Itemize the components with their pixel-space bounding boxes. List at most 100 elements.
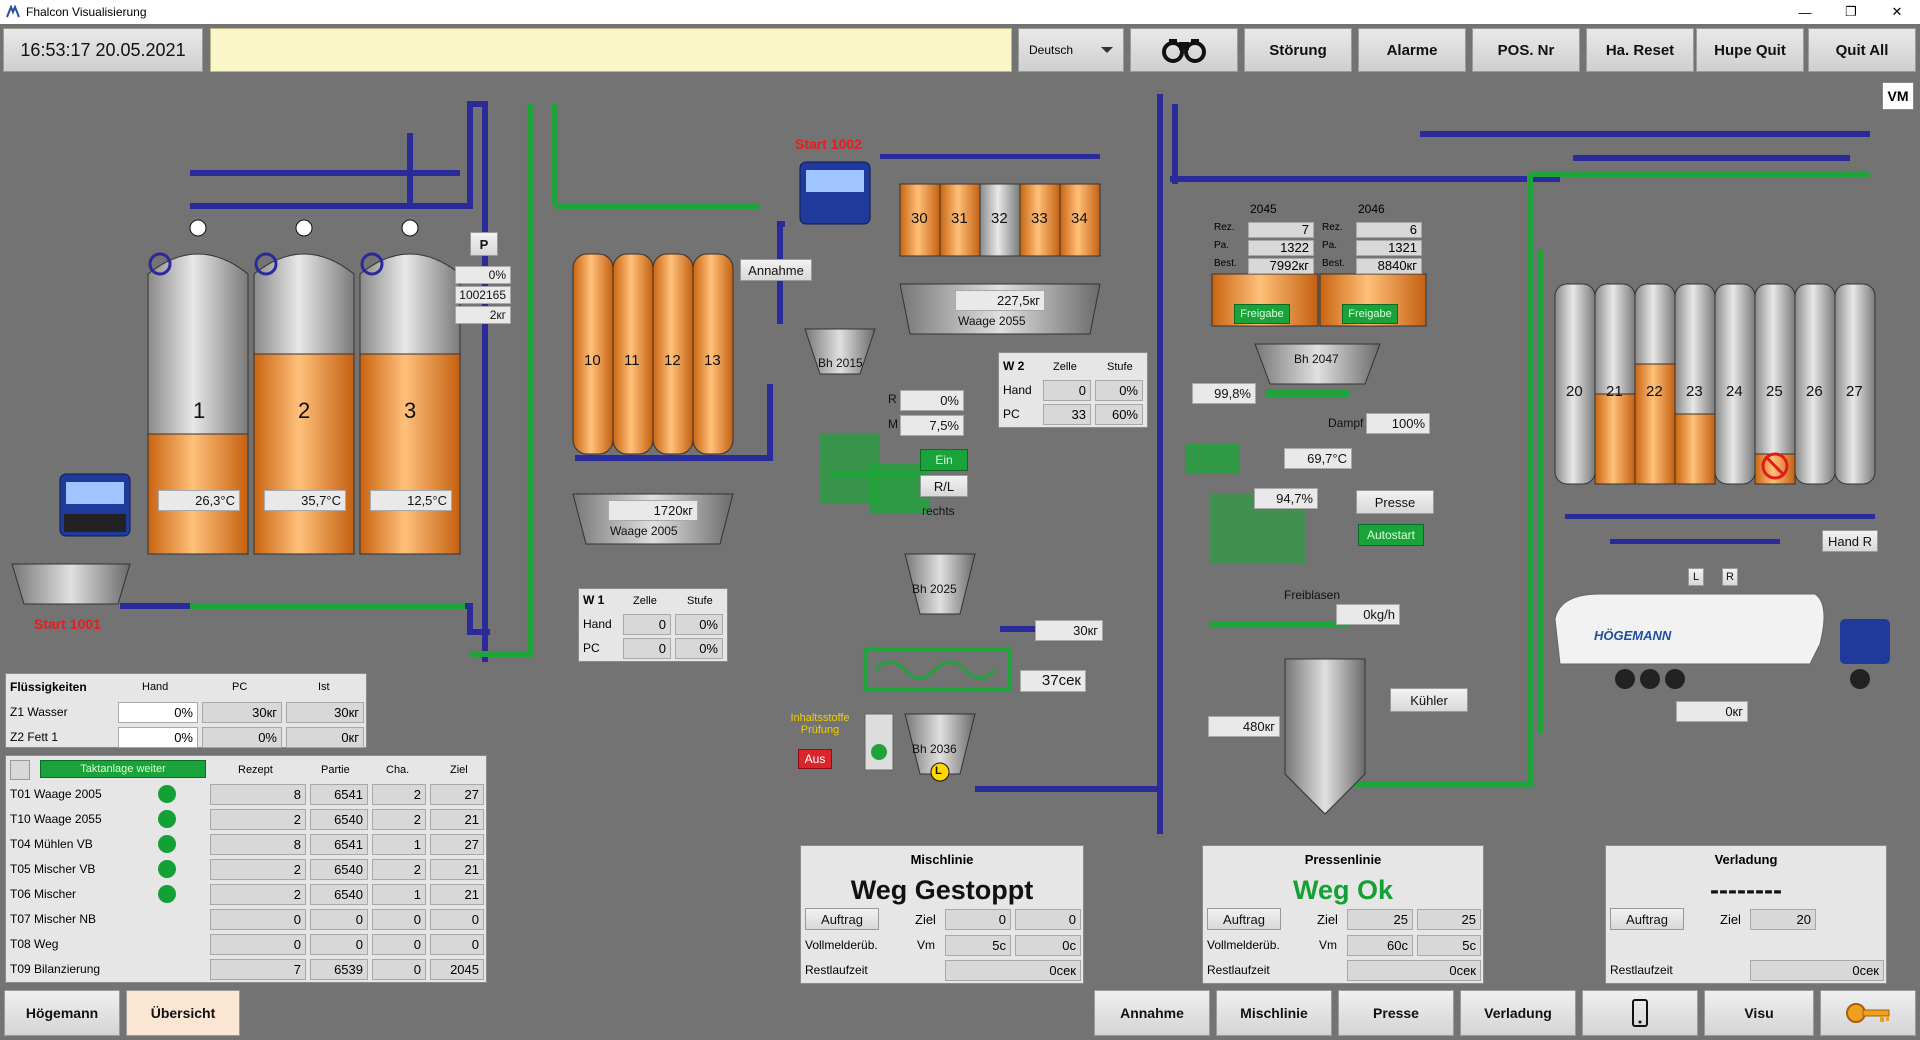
mischlinie-voll-label: Vollmelderüb. [805, 938, 878, 952]
pressenlinie-rest-label: Restlaufzeit [1207, 963, 1270, 977]
fluessig-col-ist: Ist [318, 681, 330, 693]
hand-r-button[interactable]: Hand R [1822, 530, 1878, 552]
maximize-button[interactable]: ❐ [1845, 4, 1857, 19]
pressenlinie-auftrag-button[interactable]: Auftrag [1207, 908, 1281, 930]
freigabe-2046-button[interactable]: Freigabe [1342, 304, 1398, 324]
ein-button[interactable]: Ein [920, 449, 968, 471]
autostart-button[interactable]: Autostart [1358, 524, 1424, 546]
w2-hand-stufe[interactable]: 0% [1095, 380, 1143, 401]
pressenlinie-vm-label: Vm [1319, 938, 1337, 952]
verladung-rest-label: Restlaufzeit [1610, 963, 1673, 977]
r-button[interactable]: R [1722, 568, 1738, 586]
intake-hopper [11, 563, 131, 605]
m-value: 7,5% [900, 415, 964, 436]
pressenlinie-panel: Pressenlinie Weg Ok Auftrag Ziel 25 25 V… [1202, 845, 1484, 984]
takt-partie: 6540 [310, 859, 368, 880]
pipes-green-mid [830, 171, 1870, 787]
rl-button[interactable]: R/L [920, 475, 968, 497]
bh-2036-label: Bh 2036 [912, 742, 957, 756]
ha-reset-button[interactable]: Ha. Reset [1586, 28, 1694, 72]
takt-col-partie: Partie [321, 764, 350, 776]
w2-col-zelle: Zelle [1053, 361, 1077, 373]
kuehler-button[interactable]: Kühler [1390, 688, 1468, 712]
close-button[interactable]: ✕ [1891, 4, 1903, 19]
mischlinie-ziel2: 0 [1015, 909, 1081, 930]
bin-12-name: 12 [664, 352, 681, 369]
z1-hand[interactable]: 0% [118, 702, 198, 723]
hoegemann-button[interactable]: Högemann [4, 990, 120, 1036]
takt-status-indicator [158, 935, 176, 953]
visu-button[interactable]: Visu [1704, 990, 1814, 1036]
takt-status-indicator [158, 960, 176, 978]
p-button[interactable]: P [470, 232, 498, 256]
pipes-green-left [190, 104, 760, 657]
quit-all-button[interactable]: Quit All [1808, 28, 1916, 72]
takt-ziel: 27 [430, 834, 484, 855]
binoculars-icon [1162, 39, 1206, 63]
bh-2047-label: Bh 2047 [1294, 352, 1339, 366]
w2-title: W 2 [1003, 359, 1025, 373]
fluessigkeiten-panel: Flüssigkeiten Hand PC Ist Z1 Wasser 0% 3… [5, 673, 367, 748]
dampf-value: 100% [1366, 413, 1430, 434]
takt-ziel: 21 [430, 884, 484, 905]
bh-2025-label: Bh 2025 [912, 582, 957, 596]
verladung-auftrag-button[interactable]: Auftrag [1610, 908, 1684, 930]
w1-title: W 1 [583, 593, 605, 607]
mischlinie-vm-label: Vm [917, 938, 935, 952]
language-select[interactable]: Deutsch [1018, 28, 1124, 72]
mischlinie-nav-button[interactable]: Mischlinie [1216, 990, 1332, 1036]
mill-time-value: 37сек [1020, 670, 1086, 692]
takt-cha: 2 [372, 809, 426, 830]
bin-2045-panel: 2045 Rez. 7 Pa. 1322 Best. 7992кг [1212, 200, 1318, 278]
freigabe-2045-button[interactable]: Freigabe [1234, 304, 1290, 324]
presse-button[interactable]: Presse [1356, 490, 1434, 514]
z2-hand[interactable]: 0% [118, 727, 198, 748]
presse-nav-button[interactable]: Presse [1338, 990, 1454, 1036]
pressenlinie-status: Weg Ok [1292, 875, 1394, 905]
uebersicht-button[interactable]: Übersicht [126, 990, 240, 1036]
z2-ist: 0кг [286, 727, 364, 748]
verladung-nav-button[interactable]: Verladung [1460, 990, 1576, 1036]
w2-hand-zelle[interactable]: 0 [1043, 380, 1091, 401]
search-button[interactable] [1130, 28, 1238, 72]
silo-3-name: 3 [404, 398, 417, 423]
bin-23-name: 23 [1686, 383, 1703, 400]
vm-button[interactable]: VM [1882, 82, 1914, 110]
alarme-button[interactable]: Alarme [1358, 28, 1466, 72]
annahme-nav-button[interactable]: Annahme [1094, 990, 1210, 1036]
inhaltsstoffe-line1: Inhaltsstoffe [790, 712, 850, 724]
pos-nr-button[interactable]: POS. Nr [1472, 28, 1580, 72]
pressenlinie-ziel-label: Ziel [1317, 912, 1338, 927]
language-value: Deutsch [1029, 43, 1074, 57]
stoerung-button[interactable]: Störung [1244, 28, 1352, 72]
bin-24-name: 24 [1726, 383, 1743, 400]
takt-checkbox[interactable] [10, 760, 30, 780]
takt-rezept: 8 [210, 784, 306, 805]
bin-27-name: 27 [1846, 383, 1863, 400]
tanker-truck-icon [1554, 593, 1890, 689]
aus-button[interactable]: Aus [798, 749, 832, 769]
hupe-quit-button[interactable]: Hupe Quit [1696, 28, 1804, 72]
l-button[interactable]: L [1688, 568, 1704, 586]
message-bar [210, 28, 1012, 72]
truck-icon [59, 473, 131, 537]
start-1002-label: Start 1002 [795, 136, 862, 152]
verladung-status: -------- [1710, 875, 1782, 905]
start-1001-label: Start 1001 [34, 616, 101, 632]
mobile-button[interactable] [1582, 990, 1698, 1036]
w1-hand-zelle[interactable]: 0 [623, 614, 671, 635]
annahme-button[interactable]: Annahme [740, 259, 812, 281]
key-button[interactable] [1820, 990, 1916, 1036]
minimize-button[interactable]: — [1798, 4, 1812, 20]
takt-rezept: 0 [210, 934, 306, 955]
takt-cha: 0 [372, 934, 426, 955]
bin-2046-pa: 1321 [1356, 240, 1422, 256]
takt-row-label: T07 Mischer NB [10, 912, 97, 926]
taktanlage-weiter-button[interactable]: Taktanlage weiter [40, 760, 206, 778]
truck-weight: 0кг [1676, 701, 1748, 722]
takt-partie: 0 [310, 934, 368, 955]
w1-hand-stufe[interactable]: 0% [675, 614, 723, 635]
mischlinie-auftrag-button[interactable]: Auftrag [805, 908, 879, 930]
